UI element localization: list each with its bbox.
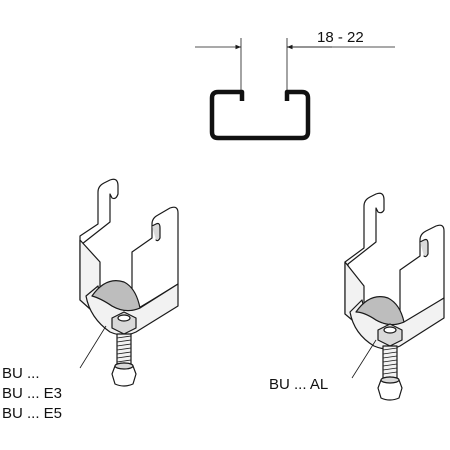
left-clamp-front-plate: [131, 206, 179, 313]
beam-clamp-left: [79, 178, 179, 387]
right-clamp-screw-thread: [382, 347, 398, 375]
channel-profile: 18 - 22: [195, 29, 395, 141]
c-channel-profile: [209, 89, 311, 141]
left-clamp-label-2: BU ... E3: [2, 385, 62, 402]
left-clamp-back-plate: [79, 178, 119, 301]
right-clamp-back-plate: [344, 192, 385, 315]
right-clamp-screw-tip-top: [380, 376, 400, 384]
right-clamp-label: BU ... AL: [269, 376, 328, 393]
right-clamp-nut-hole: [383, 326, 397, 334]
right-clamp-front-hook: [419, 238, 429, 258]
right-clamp-base-inner: [355, 296, 405, 326]
left-clamp-base-inner: [91, 280, 141, 312]
right-clamp-front-plate: [399, 224, 445, 329]
left-clamp-screw-thread: [116, 335, 132, 363]
dimension-range-label: 18 - 22: [317, 29, 364, 46]
left-clamp-label-3: BU ... E5: [2, 405, 62, 422]
left-clamp-label-1: BU ...: [2, 365, 40, 382]
right-clamp-leader: [351, 339, 377, 379]
left-clamp-leader: [79, 325, 107, 369]
left-clamp-nut-hole: [117, 314, 131, 322]
left-clamp-front-hook: [151, 222, 161, 242]
left-clamp-screw-tip-top: [114, 362, 134, 370]
beam-clamp-right: [344, 192, 445, 401]
